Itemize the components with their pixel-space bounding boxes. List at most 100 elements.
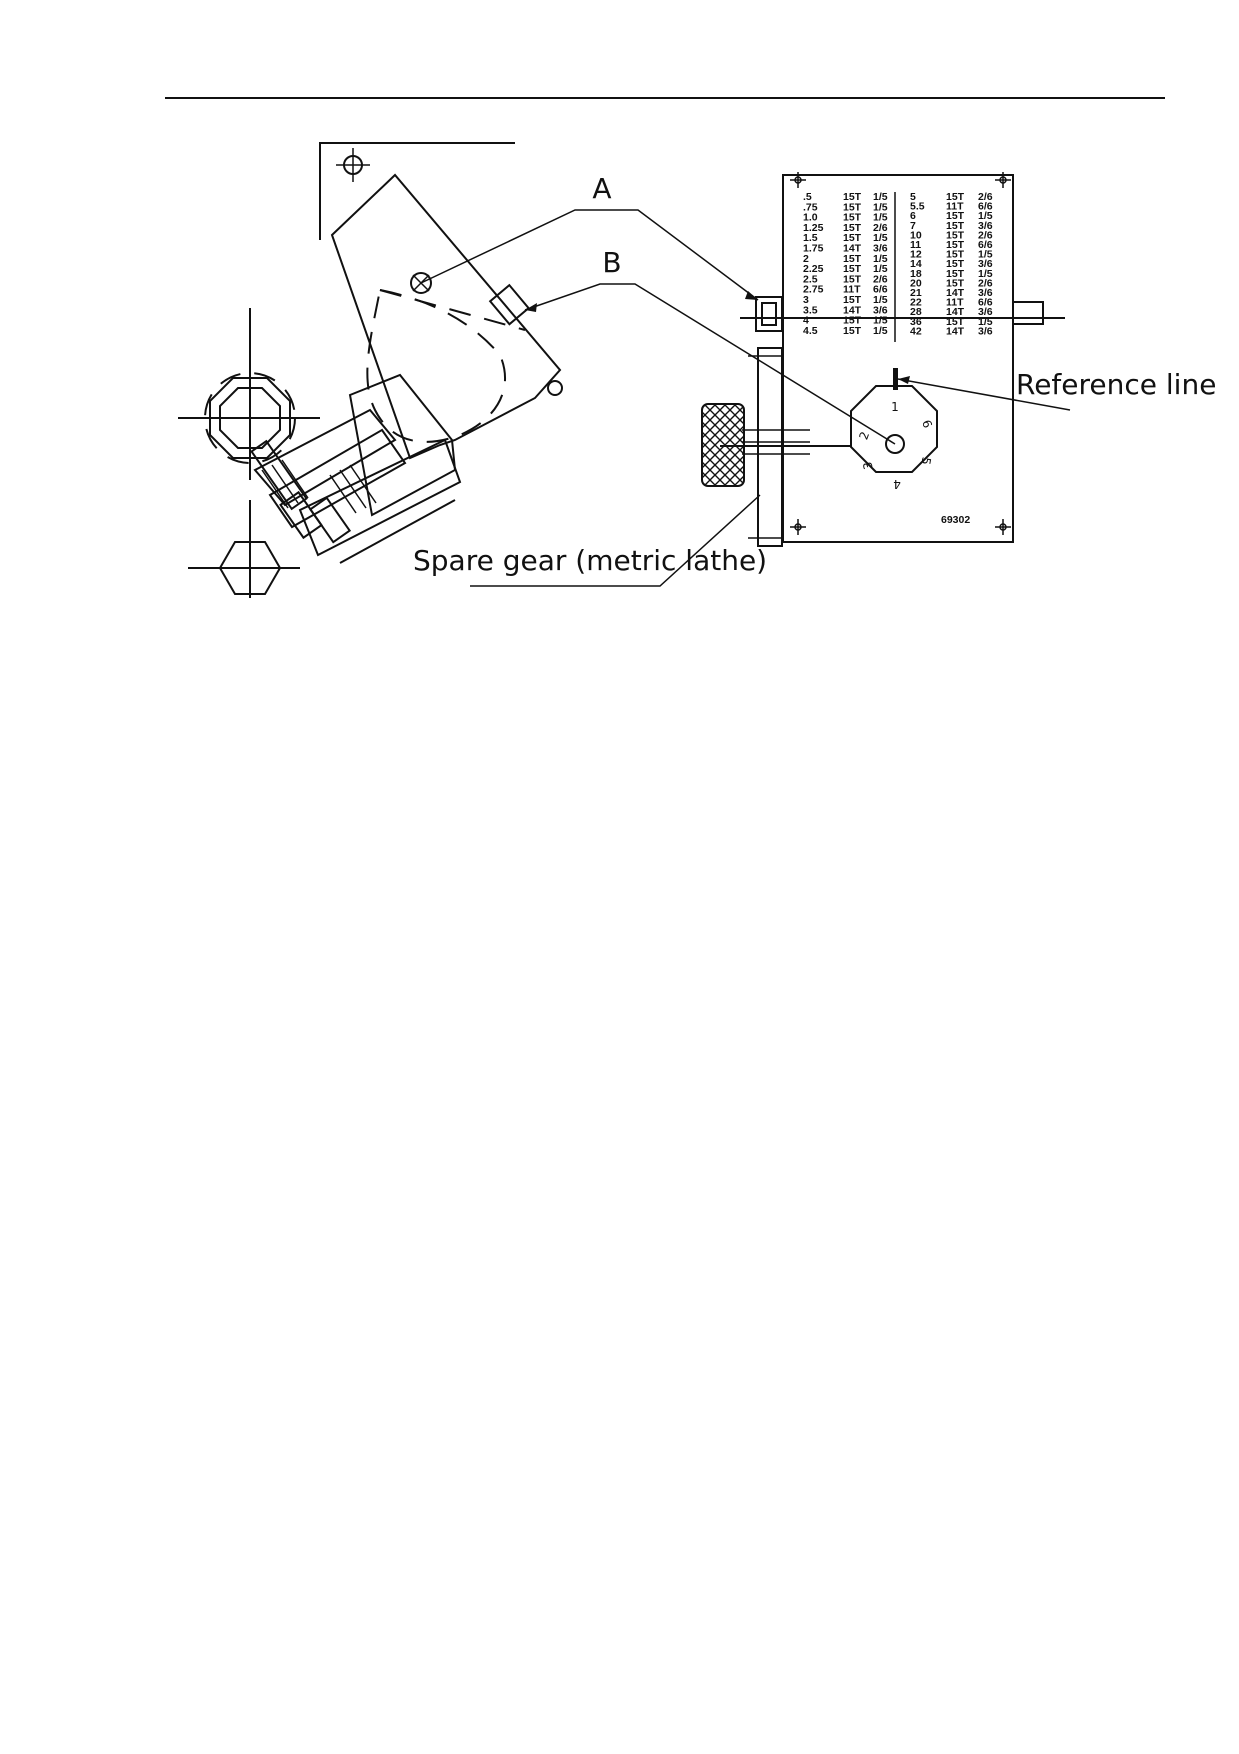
thread-table-left-cell: 2.75 bbox=[803, 284, 824, 296]
thread-table-right-cell: 15T bbox=[946, 249, 965, 261]
thread-table-left-cell: 15T bbox=[843, 294, 862, 306]
thread-table-left-cell: 1/5 bbox=[873, 294, 888, 306]
thread-table-left-cell: 1.0 bbox=[803, 212, 818, 224]
thread-table-left-cell: 4 bbox=[803, 315, 809, 327]
part-number: 69302 bbox=[941, 514, 970, 526]
thread-table-left-cell: 1/5 bbox=[873, 191, 888, 203]
thread-table-right-cell: 3/6 bbox=[978, 258, 993, 270]
thread-table-left-cell: 4.5 bbox=[803, 325, 818, 337]
thread-table-right-cell: 15T bbox=[946, 277, 965, 289]
thread-table-right-cell: 5 bbox=[910, 191, 916, 203]
thread-table-right-cell: 3/6 bbox=[978, 306, 993, 318]
reference-mark bbox=[893, 368, 898, 390]
thread-table-left-cell: 1/5 bbox=[873, 253, 888, 265]
thread-table-right-cell: 15T bbox=[946, 268, 965, 280]
position-dial-octagon bbox=[850, 385, 938, 473]
thread-table-right-cell: 1/5 bbox=[978, 249, 993, 261]
callout-b: B bbox=[602, 246, 621, 279]
leader-b bbox=[524, 283, 896, 445]
thread-table-right-cell: 1/5 bbox=[978, 316, 993, 328]
thread-table-right-cell: 28 bbox=[910, 306, 922, 318]
thread-table-right: 5 15T 2/6 5.5 11T 6/6 6 15T 1/5 7 15T 3/6 10 15T 2/6 11… bbox=[910, 191, 993, 337]
thread-table-right-cell: 2/6 bbox=[978, 229, 993, 241]
knurled-knob-icon bbox=[701, 403, 745, 487]
thread-table-left-cell: 15T bbox=[843, 253, 862, 265]
thread-table-left-cell: 15T bbox=[843, 201, 862, 213]
dial-position-5: 5 bbox=[918, 456, 933, 466]
thread-table-left-cell: 15T bbox=[843, 325, 862, 337]
thread-table-right-cell: 22 bbox=[910, 297, 922, 309]
thread-table-left-cell: 3 bbox=[803, 294, 809, 306]
dial-position-3: 3 bbox=[861, 461, 876, 471]
leader-lines bbox=[420, 209, 1071, 587]
thread-table-left-cell: 1/5 bbox=[873, 263, 888, 275]
thread-table-right-cell: 5.5 bbox=[910, 201, 925, 213]
thread-table-right-cell: 15T bbox=[946, 239, 965, 251]
thread-table-right-cell: 6/6 bbox=[978, 297, 993, 309]
thread-table-right-cell: 6 bbox=[910, 210, 916, 222]
thread-table-right-cell: 42 bbox=[910, 325, 922, 337]
thread-table-right-cell: 15T bbox=[946, 191, 965, 203]
thread-table-left-cell: 1/5 bbox=[873, 232, 888, 244]
thread-table-right-cell: 11T bbox=[946, 201, 964, 213]
worm-gear-octagon bbox=[178, 308, 320, 480]
callout-spare-gear: Spare gear (metric lathe) bbox=[413, 544, 767, 577]
thread-table-left-cell: 2 bbox=[803, 253, 809, 265]
mounting-screw-icon bbox=[410, 272, 432, 294]
leader-reference bbox=[897, 378, 1071, 411]
dial-center-icon bbox=[885, 434, 905, 454]
thread-table-right-cell: 20 bbox=[910, 277, 922, 289]
dial-body bbox=[330, 173, 563, 517]
thread-table-left-cell: 1/5 bbox=[873, 325, 888, 337]
callout-reference-line: Reference line bbox=[1016, 368, 1216, 401]
thread-table-left-cell: 2.25 bbox=[803, 263, 824, 275]
thread-table-left-cell: 15T bbox=[843, 315, 862, 327]
dial-position-2: 2 bbox=[856, 430, 872, 442]
leader-a bbox=[420, 209, 759, 301]
thread-table-left-cell: .5 bbox=[803, 191, 812, 203]
thread-table-left-cell: 14T bbox=[843, 304, 862, 316]
thread-table-right-cell: 2/6 bbox=[978, 191, 993, 203]
thread-table-right-cell: 3/6 bbox=[978, 220, 993, 232]
callout-a: A bbox=[592, 172, 611, 205]
thread-table-right-cell: 7 bbox=[910, 220, 916, 232]
thread-table-right-cell: 6/6 bbox=[978, 201, 993, 213]
dial-position-4: 4 bbox=[893, 477, 901, 491]
thread-table-right-cell: 15T bbox=[946, 258, 965, 270]
thread-table-left-cell: 2.5 bbox=[803, 273, 818, 285]
thread-table-left-cell: 1.25 bbox=[803, 222, 824, 234]
thread-table-right-cell: 12 bbox=[910, 249, 922, 261]
thread-table-right-cell: 15T bbox=[946, 210, 965, 222]
thread-table-left-cell: 1.5 bbox=[803, 232, 818, 244]
thread-table-left-cell: 15T bbox=[843, 212, 862, 224]
thread-table-right-cell: 11T bbox=[946, 297, 964, 309]
thread-table-left-cell: 1/5 bbox=[873, 315, 888, 327]
thread-table-right-cell: 10 bbox=[910, 229, 922, 241]
thread-table-right-cell: 14T bbox=[946, 287, 965, 299]
thread-table-left-cell: 2/6 bbox=[873, 273, 888, 285]
thread-table-left-cell: 3/6 bbox=[873, 304, 888, 316]
thread-table-right-cell: 3/6 bbox=[978, 325, 993, 337]
thread-table-left-cell: 15T bbox=[843, 232, 862, 244]
thread-table-left-cell: 3/6 bbox=[873, 243, 888, 255]
thread-table-left-cell: 3.5 bbox=[803, 304, 818, 316]
thread-table-right-cell: 3/6 bbox=[978, 287, 993, 299]
thread-table-right-cell: 15T bbox=[946, 229, 965, 241]
thread-table-right-cell: 18 bbox=[910, 268, 922, 280]
thread-table-right-cell: 21 bbox=[910, 287, 922, 299]
thread-table-left-cell: 11T bbox=[843, 284, 861, 296]
thread-table-right-cell: 36 bbox=[910, 316, 922, 328]
dial-position-1: 1 bbox=[891, 400, 899, 414]
thread-table-left-cell: 15T bbox=[843, 222, 862, 234]
spindle-assembly bbox=[250, 408, 462, 564]
thread-table-right-cell: 6/6 bbox=[978, 239, 993, 251]
thread-table-left-cell: 1.75 bbox=[803, 243, 824, 255]
corner-bracket bbox=[319, 142, 515, 240]
thread-table-right-cell: 14 bbox=[910, 258, 922, 270]
leader-spare-gear bbox=[470, 494, 761, 587]
thread-table-right-cell: 14T bbox=[946, 306, 965, 318]
thread-table-right-cell: 1/5 bbox=[978, 210, 993, 222]
